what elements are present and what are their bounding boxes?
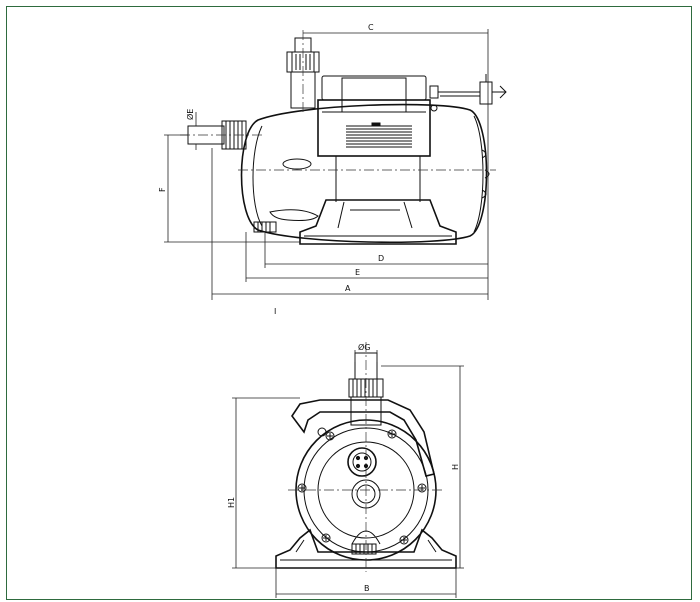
housing-oval-upper: [282, 158, 312, 170]
dim-B: B: [275, 568, 457, 598]
dim-F-label: F: [158, 187, 167, 192]
small-screw: [430, 104, 438, 112]
dim-H-label: H: [451, 464, 460, 470]
housing-seam-left: [252, 125, 263, 227]
terminal-box: [341, 77, 407, 113]
dim-A-label: A: [345, 284, 351, 293]
front-foot: [275, 528, 457, 569]
dim-phiE-label: ØE: [185, 109, 195, 120]
fin-mark: [371, 122, 381, 126]
housing-oval-lower: [269, 209, 319, 221]
dim-E-label: E: [355, 268, 360, 277]
front-connector: [347, 447, 377, 477]
dim-A: A: [211, 148, 488, 300]
dim-H: H: [381, 365, 464, 569]
dim-D: D: [264, 233, 488, 268]
dim-E: E: [245, 232, 488, 282]
dim-phiE: ØE: [185, 109, 197, 150]
dim-H1: H1: [227, 397, 300, 569]
dim-C: C: [303, 23, 489, 300]
pump-foot: [299, 199, 457, 245]
front-foot-ribs: [295, 539, 437, 553]
dim-C-label: C: [368, 23, 374, 32]
housing-ribs: [481, 149, 490, 199]
dim-H1-label: H1: [227, 497, 236, 508]
dim-phiG-label: ØG: [358, 342, 371, 352]
cable: [438, 91, 480, 97]
foot-details: [337, 201, 413, 229]
dim-B-label: B: [364, 584, 370, 593]
front-handle: [291, 399, 435, 477]
drawing-frame: [6, 6, 692, 600]
front-view: ØG H H1 B: [227, 342, 464, 598]
dim-D-label: D: [378, 254, 384, 263]
drain-plug: [253, 221, 277, 233]
motor-body: [317, 99, 431, 157]
cable-connector: [479, 81, 493, 105]
front-connector-inner: [352, 452, 372, 472]
front-bolts: [297, 429, 427, 545]
cable-gland: [429, 85, 439, 99]
side-view: C ØE F D E A: [158, 23, 507, 316]
pump-housing: [240, 103, 488, 244]
view-marker-I: I: [274, 307, 276, 316]
front-port-inner: [356, 484, 376, 504]
connector-pins: [485, 74, 507, 99]
dim-phiG: ØG: [354, 342, 378, 362]
housing-seam-right: [473, 115, 484, 233]
motor-cap: [321, 75, 427, 101]
motor-fins: [346, 125, 412, 148]
dim-F: F: [158, 134, 300, 243]
